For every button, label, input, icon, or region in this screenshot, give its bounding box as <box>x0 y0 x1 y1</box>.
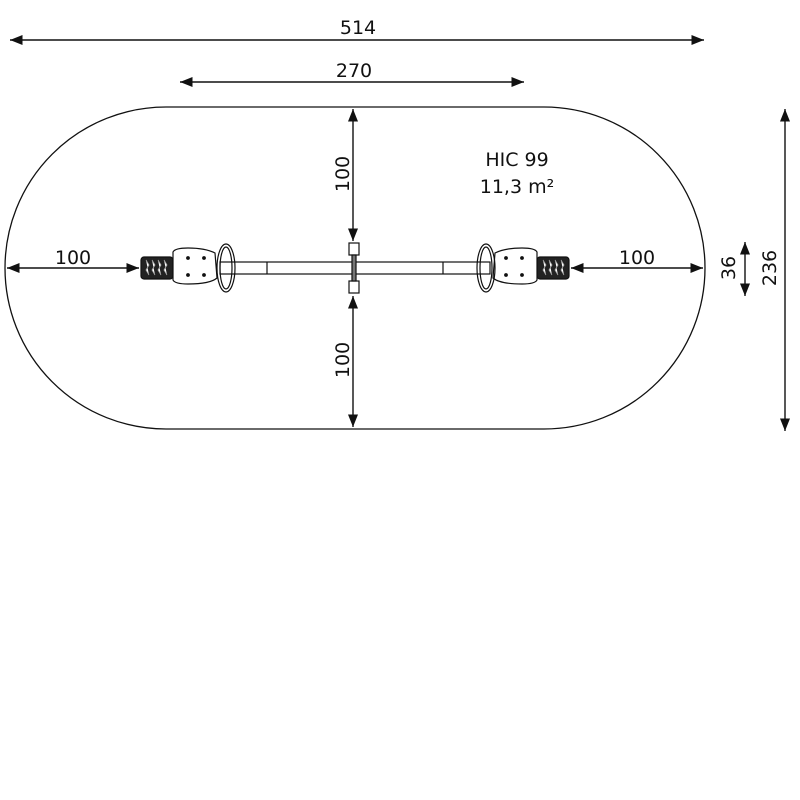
label-clearance-bottom: 100 <box>332 342 354 378</box>
safety-area: 11,3 m² <box>480 176 554 198</box>
seat-left <box>172 247 218 285</box>
label-clearance-right: 100 <box>619 247 655 269</box>
seat-right <box>492 247 538 285</box>
handle-right <box>476 243 496 293</box>
label-clearance-left: 100 <box>55 247 91 269</box>
label-equipment-length: 270 <box>336 60 372 82</box>
pivot-post-bottom <box>348 280 360 294</box>
label-overall-length: 514 <box>340 17 376 39</box>
safety-zone-outline <box>4 106 706 430</box>
label-overall-width: 236 <box>759 250 781 286</box>
tire-bumper-right <box>536 256 570 280</box>
label-clearance-top: 100 <box>332 156 354 192</box>
label-equipment-width: 36 <box>718 256 740 280</box>
seesaw <box>140 242 570 294</box>
product-code: HIC 99 <box>485 149 548 171</box>
handle-left <box>216 243 236 293</box>
pivot-post-top <box>348 242 360 256</box>
